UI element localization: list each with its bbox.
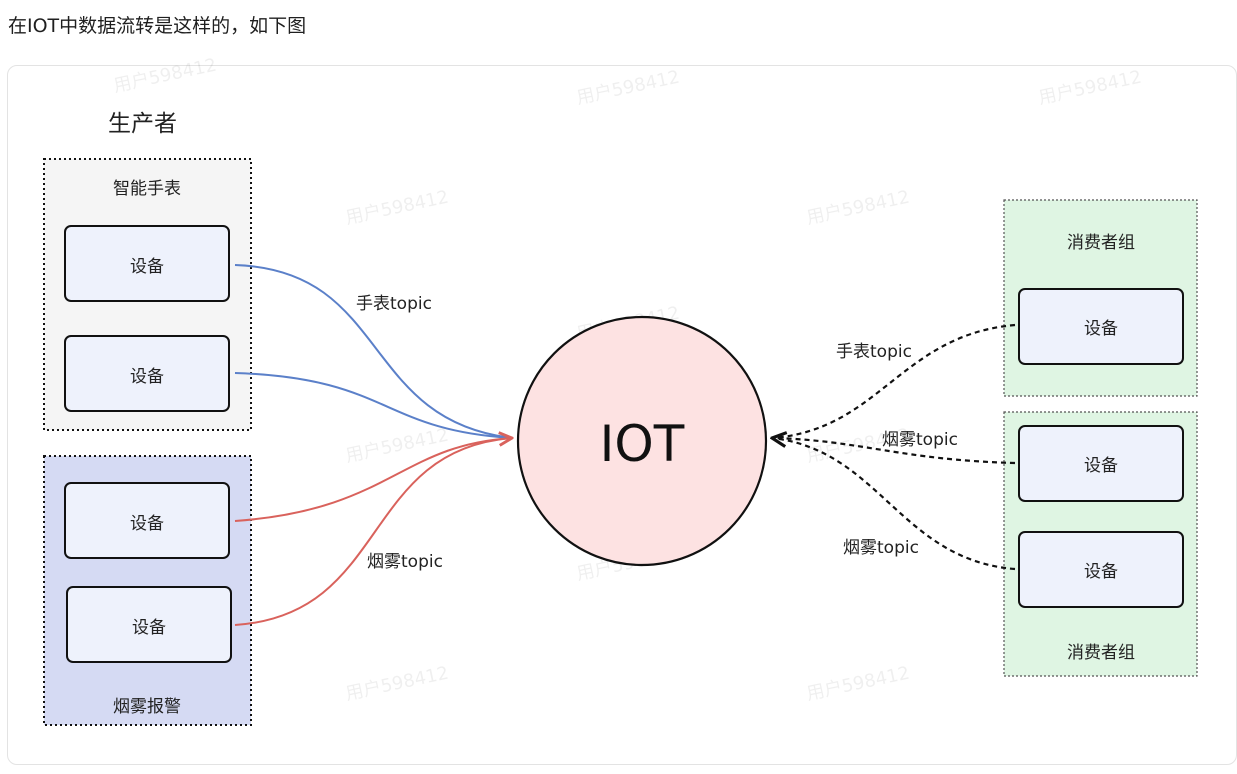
intro-text: 在IOT中数据流转是这样的，如下图 xyxy=(8,15,307,37)
watermark: 用户598412 xyxy=(344,425,451,467)
watch-group-label: 智能手表 xyxy=(113,179,181,199)
consumer-flow-line xyxy=(771,436,1016,465)
iot-hub-label: IOT xyxy=(600,415,685,473)
device-box: 设备 xyxy=(1018,425,1184,502)
device-box: 设备 xyxy=(64,335,230,412)
device-label: 设备 xyxy=(130,257,164,277)
smoke-flow-line xyxy=(234,438,512,626)
watermark: 用户598412 xyxy=(344,663,451,705)
topic-label-smoke-out-2: 烟雾topic xyxy=(843,538,919,558)
smoke-group-label: 烟雾报警 xyxy=(113,697,181,717)
consumer-group-bottom-label: 消费者组 xyxy=(1067,643,1135,663)
watermark: 用户598412 xyxy=(805,663,912,705)
watermark: 用户598412 xyxy=(805,187,912,229)
producer-title: 生产者 xyxy=(108,111,177,137)
device-label: 设备 xyxy=(1084,319,1118,339)
device-box: 设备 xyxy=(66,586,232,663)
consumer-flow-line xyxy=(771,323,1016,440)
device-box: 设备 xyxy=(1018,531,1184,608)
iot-hub-circle xyxy=(516,315,768,567)
device-box: 设备 xyxy=(64,482,230,559)
smoke-flow-line xyxy=(234,437,513,522)
device-label: 设备 xyxy=(130,367,164,387)
device-label: 设备 xyxy=(1084,456,1118,476)
watch-flow-line xyxy=(234,372,513,439)
topic-label-smoke-out-1: 烟雾topic xyxy=(882,430,958,450)
consumer-group-top-label: 消费者组 xyxy=(1067,233,1135,253)
device-label: 设备 xyxy=(1084,562,1118,582)
watermark: 用户598412 xyxy=(575,67,682,109)
watch-flow-line xyxy=(234,264,513,439)
watermark: 用户598412 xyxy=(1037,67,1144,109)
device-box: 设备 xyxy=(1018,288,1184,365)
topic-label-watch-out: 手表topic xyxy=(836,342,912,362)
topic-label-smoke-in: 烟雾topic xyxy=(367,552,443,572)
topic-label-watch-in: 手表topic xyxy=(356,294,432,314)
device-label: 设备 xyxy=(132,618,166,638)
watermark: 用户598412 xyxy=(112,55,219,97)
watermark: 用户598412 xyxy=(344,187,451,229)
device-box: 设备 xyxy=(64,225,230,302)
device-label: 设备 xyxy=(130,514,164,534)
